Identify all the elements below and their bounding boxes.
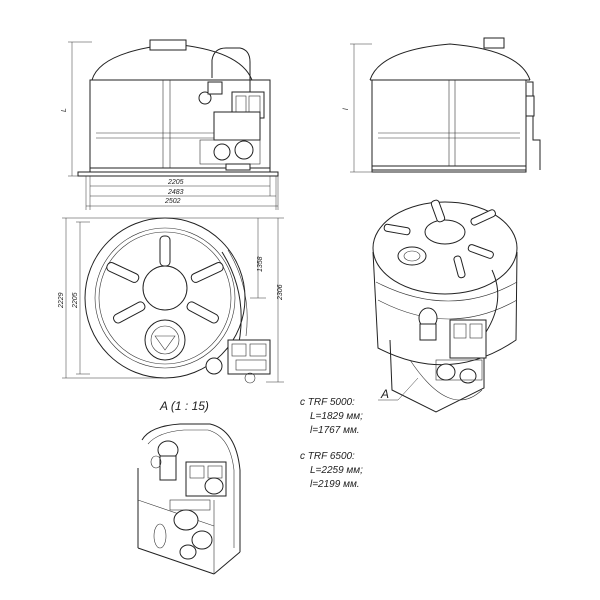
side-hatch <box>483 37 505 49</box>
isometric-view: A <box>372 199 518 413</box>
detail-tank-outline <box>141 423 241 552</box>
front-pipe <box>211 47 251 92</box>
iso-pump-unit <box>418 307 487 384</box>
note-trf6500-L: L=2259 мм; <box>310 465 363 476</box>
iso-pipe <box>485 269 499 333</box>
plan-view: 2229 2205 1358 2306 <box>58 217 284 384</box>
iso-ribs <box>383 199 496 279</box>
front-hatch <box>149 39 187 51</box>
plan-dim-r1: 1358 <box>257 256 264 272</box>
iso-tank-top <box>372 201 518 295</box>
front-dim-w3: 2502 <box>164 198 181 205</box>
side-pipe <box>527 81 541 170</box>
model-notes: с TRF 5000: L=1829 мм; l=1767 мм. с TRF … <box>300 397 363 490</box>
side-tank-dome <box>369 43 531 81</box>
plan-pump-unit <box>205 339 271 384</box>
detail-a-view <box>137 423 241 575</box>
plan-dim-h2: 2205 <box>72 292 79 309</box>
front-base <box>77 171 279 177</box>
iso-hatch <box>397 246 427 266</box>
detail-pump-unit <box>150 440 227 560</box>
front-dim-height: L <box>61 108 68 112</box>
plan-dim-r2: 2306 <box>277 284 284 301</box>
side-view: l <box>343 37 541 173</box>
note-trf6500-head: с TRF 6500: <box>300 451 355 462</box>
iso-frame <box>389 339 485 413</box>
plan-center-hub <box>142 265 188 311</box>
front-view: L 2205 2483 2502 <box>61 39 279 210</box>
front-dim-w1: 2205 <box>167 179 184 186</box>
detail-marker: A <box>380 387 389 401</box>
note-trf5000-head: с TRF 5000: <box>300 397 355 408</box>
iso-tank-body <box>372 251 518 366</box>
plan-pipe <box>221 251 242 361</box>
front-pump-unit <box>198 81 265 171</box>
note-trf6500-l: l=2199 мм. <box>310 479 360 490</box>
iso-center-hub <box>424 219 466 245</box>
detail-title: A (1 : 15) <box>159 399 209 413</box>
front-dim-w2: 2483 <box>167 189 184 196</box>
note-trf5000-l: l=1767 мм. <box>310 425 360 436</box>
side-dim-height: l <box>343 108 350 110</box>
note-trf5000-L: L=1829 мм; <box>310 411 363 422</box>
plan-dim-h1: 2229 <box>58 292 65 309</box>
plan-ribs <box>106 235 224 324</box>
